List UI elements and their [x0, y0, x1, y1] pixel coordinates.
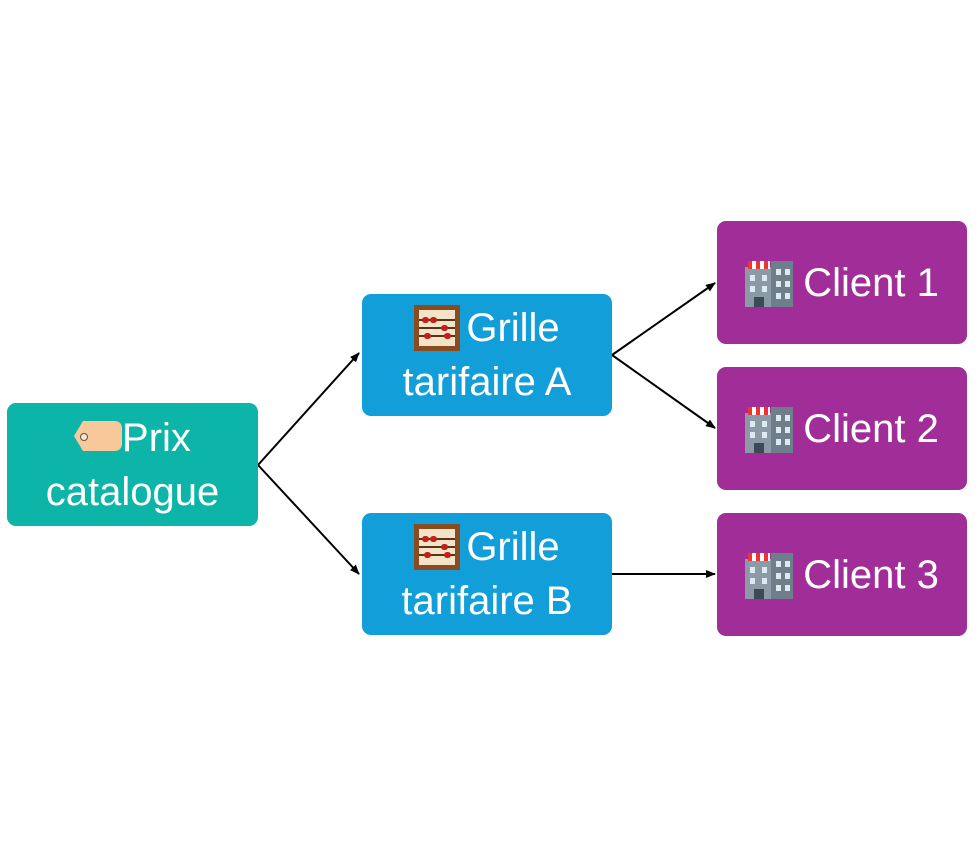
node-client-2: Client 2 — [717, 367, 967, 490]
edge-catalogue-to-grille-b — [257, 464, 360, 575]
building-icon — [745, 405, 794, 453]
node-grille-b: Grille tarifaire B — [362, 513, 612, 635]
node-grille-a-line2: tarifaire A — [402, 360, 572, 404]
node-client-2-label: Client 2 — [803, 406, 939, 451]
tag-icon — [74, 420, 123, 451]
node-grille-a-line1: Grille — [466, 306, 560, 350]
node-client-1-label: Client 1 — [803, 260, 939, 305]
abacus-icon — [414, 524, 461, 570]
node-grille-a: Grille tarifaire A — [362, 294, 612, 416]
abacus-icon — [414, 305, 461, 351]
edge-grille-a-to-client-1 — [611, 282, 716, 356]
node-grille-b-line1: Grille — [466, 525, 560, 569]
edge-catalogue-to-grille-a — [257, 352, 360, 466]
edge-grille-a-to-client-2 — [611, 354, 716, 429]
node-client-3: Client 3 — [717, 513, 967, 636]
building-icon — [745, 259, 794, 307]
node-grille-b-line2: tarifaire B — [401, 579, 573, 623]
building-icon — [745, 551, 794, 599]
node-client-1: Client 1 — [717, 221, 967, 344]
node-prix-catalogue-line2: catalogue — [45, 469, 220, 514]
node-prix-catalogue: Prix catalogue — [7, 403, 258, 526]
node-prix-catalogue-line1: Prix — [122, 415, 191, 460]
node-client-3-label: Client 3 — [803, 552, 939, 597]
